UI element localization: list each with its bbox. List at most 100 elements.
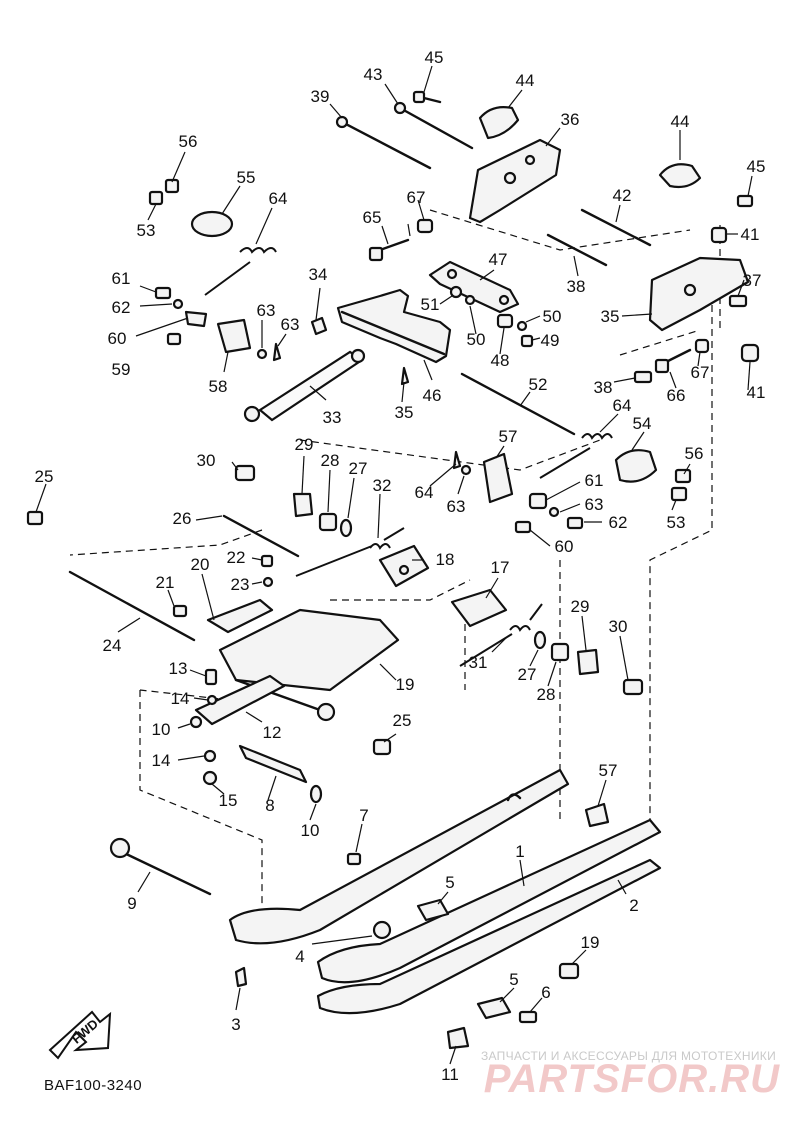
cap-11 — [446, 1026, 470, 1050]
bolt-60-left — [166, 332, 182, 346]
callout-numbers: 39 43 45 44 36 44 45 42 38 41 37 35 41 3… — [35, 48, 766, 1084]
ski-4 — [228, 768, 570, 945]
bolt-67-lower — [664, 348, 692, 364]
washer-51 — [449, 285, 463, 299]
callout-14: 14 — [171, 689, 190, 708]
callout-67-right: 66 — [667, 386, 686, 405]
callout-13: 13 — [169, 659, 188, 678]
bolt-9 — [120, 850, 212, 896]
callout-62-right: 62 — [609, 513, 628, 532]
long-bolt-40 — [340, 120, 432, 170]
callout-61-right: 61 — [585, 471, 604, 490]
callout-31: 31 — [469, 653, 488, 672]
middle-assembly — [26, 449, 692, 866]
ski-assembly — [109, 768, 662, 1050]
callout-5-lower: 5 — [509, 970, 518, 989]
callout-63-mid: 63 — [257, 301, 276, 320]
callout-61: 60 — [108, 329, 127, 348]
callout-12: 12 — [263, 723, 282, 742]
callout-39: 38 — [567, 277, 586, 296]
callout-25: 25 — [35, 467, 54, 486]
collar-68-lower — [694, 338, 710, 354]
callout-27: 27 — [349, 459, 368, 478]
callout-67: 65 — [363, 208, 382, 227]
callout-44: 44 — [516, 71, 535, 90]
shaft-26 — [222, 514, 300, 558]
bolt-49 — [520, 334, 534, 348]
callout-63-mid2: 63 — [447, 497, 466, 516]
bolt-25-left — [26, 510, 44, 526]
plate-61-left — [184, 310, 208, 328]
washer-63-left — [172, 298, 184, 310]
callout-68-right: 67 — [691, 363, 710, 382]
callout-23: 23 — [231, 575, 250, 594]
callout-40: 39 — [311, 87, 330, 106]
callout-53-right: 53 — [667, 513, 686, 532]
callout-66: 64 — [269, 189, 288, 208]
nut-7 — [346, 852, 362, 866]
callout-19: 19 — [396, 675, 415, 694]
ski-1-mount — [372, 920, 392, 940]
plate-54 — [614, 449, 658, 483]
callout-45: 45 — [425, 48, 444, 67]
callout-9: 9 — [127, 894, 136, 913]
washer-50-right — [516, 320, 528, 332]
nut-15 — [202, 770, 218, 786]
rod-52 — [460, 372, 576, 436]
bolt-21 — [172, 604, 188, 618]
callout-5: 5 — [445, 873, 454, 892]
bolt-30-lower — [622, 678, 644, 696]
callout-48: 48 — [491, 351, 510, 370]
watermark-caption: ЗАПЧАСТИ И АКСЕССУАРЫ ДЛЯ МОТОТЕХНИКИ — [481, 1049, 776, 1063]
washer-14-lower — [203, 749, 217, 763]
callout-51: 51 — [421, 295, 440, 314]
bolt-67-upper — [378, 238, 410, 252]
callout-14-lower: 14 — [152, 751, 171, 770]
callout-2: 2 — [629, 896, 638, 915]
reference-code: BAF100-3240 — [44, 1077, 142, 1094]
collar-68-upper — [416, 218, 434, 234]
callout-26: 26 — [173, 509, 192, 528]
callout-60-right: 60 — [555, 537, 574, 556]
callout-22: 22 — [227, 548, 246, 567]
watermark-brand: PARTSFOR.RU — [484, 1057, 780, 1101]
callout-24: 24 — [103, 636, 122, 655]
bolt-25-lower — [372, 738, 392, 756]
washer-27-lower — [533, 630, 547, 650]
bolt-60-right — [514, 520, 532, 534]
bolt-62-left — [154, 286, 172, 300]
spring-31 — [459, 603, 543, 667]
washer-27-upper — [339, 518, 353, 538]
callout-45-right: 45 — [747, 157, 766, 176]
bracket-59 — [216, 318, 252, 354]
callout-42: 42 — [613, 186, 632, 205]
callout-64: 63 — [281, 315, 300, 334]
cap-44-upper — [478, 106, 520, 140]
collar-28-lower — [550, 642, 570, 662]
callout-50: 50 — [543, 307, 562, 326]
callout-37: 36 — [561, 110, 580, 129]
callout-41: 41 — [741, 225, 760, 244]
callout-1: 1 — [515, 842, 524, 861]
part-6 — [518, 1010, 538, 1024]
callout-6: 6 — [541, 983, 550, 1002]
callout-11: 11 — [441, 1065, 459, 1084]
bolt-22 — [260, 554, 274, 568]
pin-64-left — [272, 342, 282, 362]
callout-52: 52 — [529, 375, 548, 394]
callout-63: 62 — [112, 298, 131, 317]
bolt-53-right — [670, 486, 688, 502]
bushing-29-upper — [292, 492, 314, 518]
washer-10-left — [189, 715, 203, 729]
runner-2 — [316, 858, 662, 1015]
callout-18: 19 — [581, 933, 600, 952]
ski-1 — [316, 818, 662, 984]
part-5-lower — [476, 996, 512, 1020]
spring-65 — [539, 433, 613, 479]
bolt-head-40 — [335, 115, 349, 129]
callout-46: 46 — [423, 386, 442, 405]
shaft-24 — [68, 570, 196, 642]
callout-68: 67 — [407, 188, 426, 207]
long-bolt-43 — [398, 106, 474, 150]
